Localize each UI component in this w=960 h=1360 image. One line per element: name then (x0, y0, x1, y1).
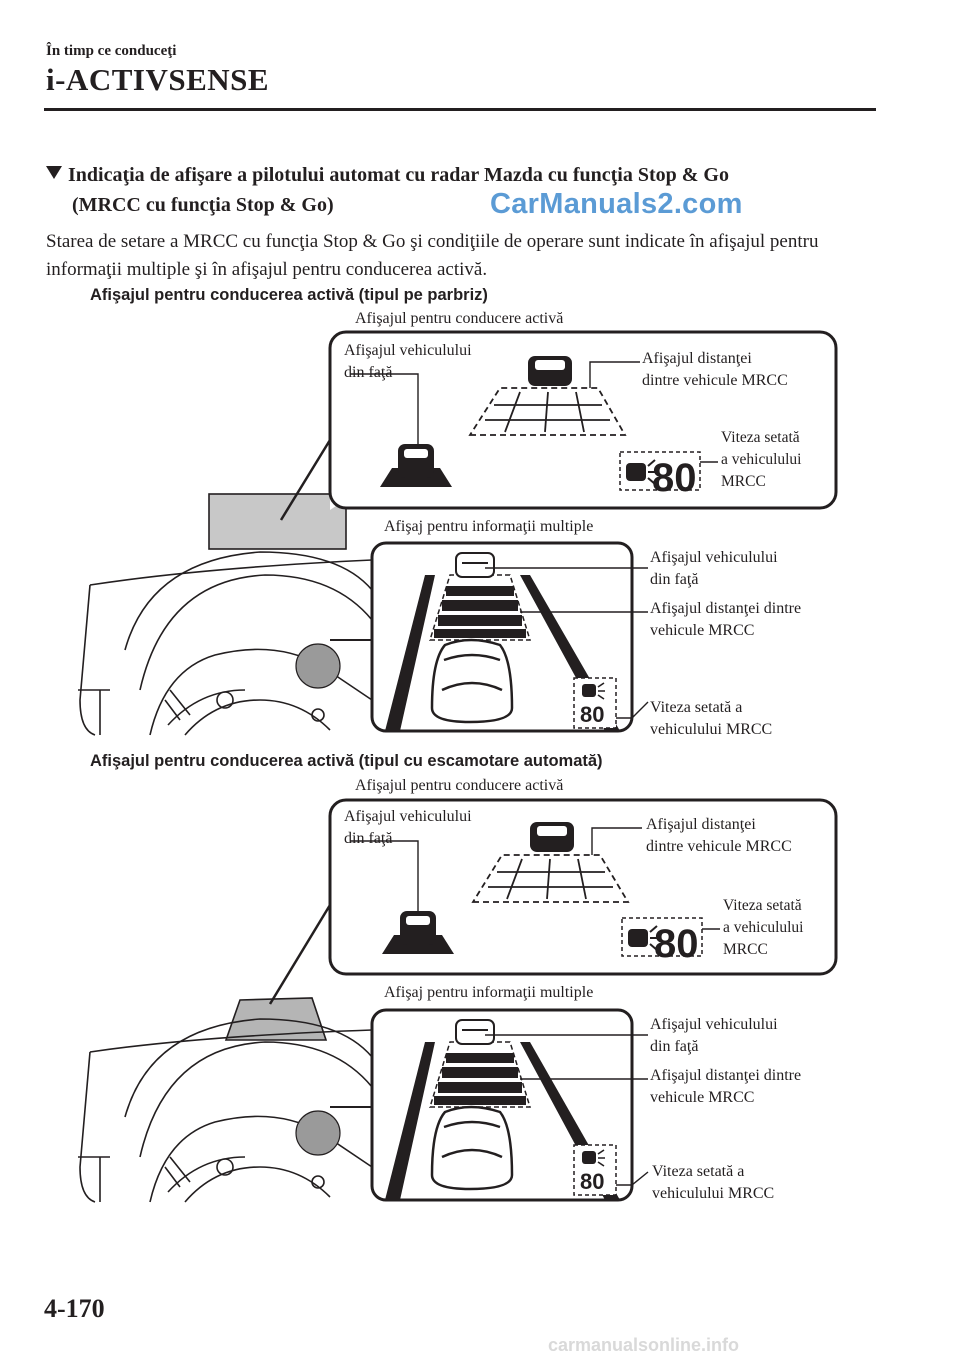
section-heading-line1: Indicaţia de afişare a pilotului automat… (68, 164, 729, 186)
figure2-ads-own-car-icon (382, 911, 454, 954)
figure2-mid-speed-label: Viteza setată a vehiculului MRCC (652, 1163, 775, 1202)
figure1-mid-own-car-icon (430, 638, 514, 724)
header-rule (44, 108, 876, 111)
figure2-mid-own-car-icon (430, 1105, 514, 1191)
figure2-mid-front-car-icon (455, 1019, 495, 1045)
figure2-mid-speed-value: 80 (580, 1169, 605, 1194)
figure1-mid-speed-value: 80 (580, 702, 605, 727)
figure2-ads-front-vehicle-label: Afişajul vehiculului din faţă (344, 808, 472, 847)
section-heading: Indicaţia de afişare a pilotului automat… (46, 160, 866, 220)
figure1-ads-radar-car-icon (626, 459, 656, 485)
figure2-ads-speed-value: 80 (654, 922, 699, 966)
figure2-ads-speed-label: Viteza setată a vehiculului MRCC (723, 897, 804, 958)
figure2-ads-radar-car-icon (628, 925, 658, 951)
figure1-mid-front-car-icon (455, 552, 495, 578)
figure1-ads-speed-label: Viteza setată a vehiculului MRCC (721, 429, 802, 490)
figure2-mid-distance-label: Afişajul distanţei dintre vehicule MRCC (650, 1067, 802, 1106)
figure2-caption: Afişajul pentru conducerea activă (tipul… (90, 752, 603, 770)
figure2-ads-title: Afişajul pentru conducere activă (355, 777, 564, 794)
figure2-mid-front-vehicle-label: Afişajul vehiculului din faţă (650, 1016, 778, 1055)
figure1-ads-speed-value: 80 (652, 456, 697, 500)
figure2-mid-radar-car-icon (582, 1149, 605, 1167)
figure2-dashboard (78, 997, 373, 1203)
body-text: Starea de setare a MRCC cu funcţia Stop … (46, 231, 819, 280)
running-head: În timp ce conduceţi (46, 43, 177, 59)
figure2-ads-lane (471, 854, 630, 903)
figure1-mid-speed-label: Viteza setată a vehiculului MRCC (650, 699, 773, 738)
figure1-caption: Afişajul pentru conducerea activă (tipul… (90, 286, 488, 304)
figure2-ads-front-car-icon (530, 822, 574, 852)
section-heading-line2: (MRCC cu funcţia Stop & Go) (72, 194, 334, 216)
figure2-mid-title: Afişaj pentru informaţii multiple (384, 984, 594, 1001)
figure1-mid-title: Afişaj pentru informaţii multiple (384, 518, 594, 535)
figure1-mid-highlight (295, 643, 341, 689)
watermark-top: CarManuals2.com (490, 188, 743, 220)
figure2-ads-distance-label: Afişajul distanţei dintre vehicule MRCC (646, 816, 792, 855)
triangle-bullet-icon (46, 166, 62, 179)
page-number: 4-170 (44, 1294, 105, 1323)
figure1-ads-distance-label: Afişajul distanţei dintre vehicule MRCC (642, 350, 788, 389)
figure1-ads-title: Afişajul pentru conducere activă (355, 310, 564, 327)
figure1-ads-own-car-icon (380, 444, 452, 487)
figure2-mid-highlight (295, 1110, 341, 1156)
figure1-mid-radar-car-icon (582, 682, 605, 700)
chapter-title: i-ACTIVSENSE (46, 62, 270, 97)
figure1-mid-distance-label: Afişajul distanţei dintre vehicule MRCC (650, 600, 802, 639)
figure1-ads-lane (468, 387, 627, 436)
watermark-bottom: carmanualsonline.info (548, 1335, 740, 1355)
figure1-dashboard (78, 493, 373, 736)
figure1-ads-front-vehicle-label: Afişajul vehiculului din faţă (344, 342, 472, 381)
figure1-ads-front-car-icon (528, 356, 572, 386)
figure1-mid-front-vehicle-label: Afişajul vehiculului din faţă (650, 549, 778, 588)
